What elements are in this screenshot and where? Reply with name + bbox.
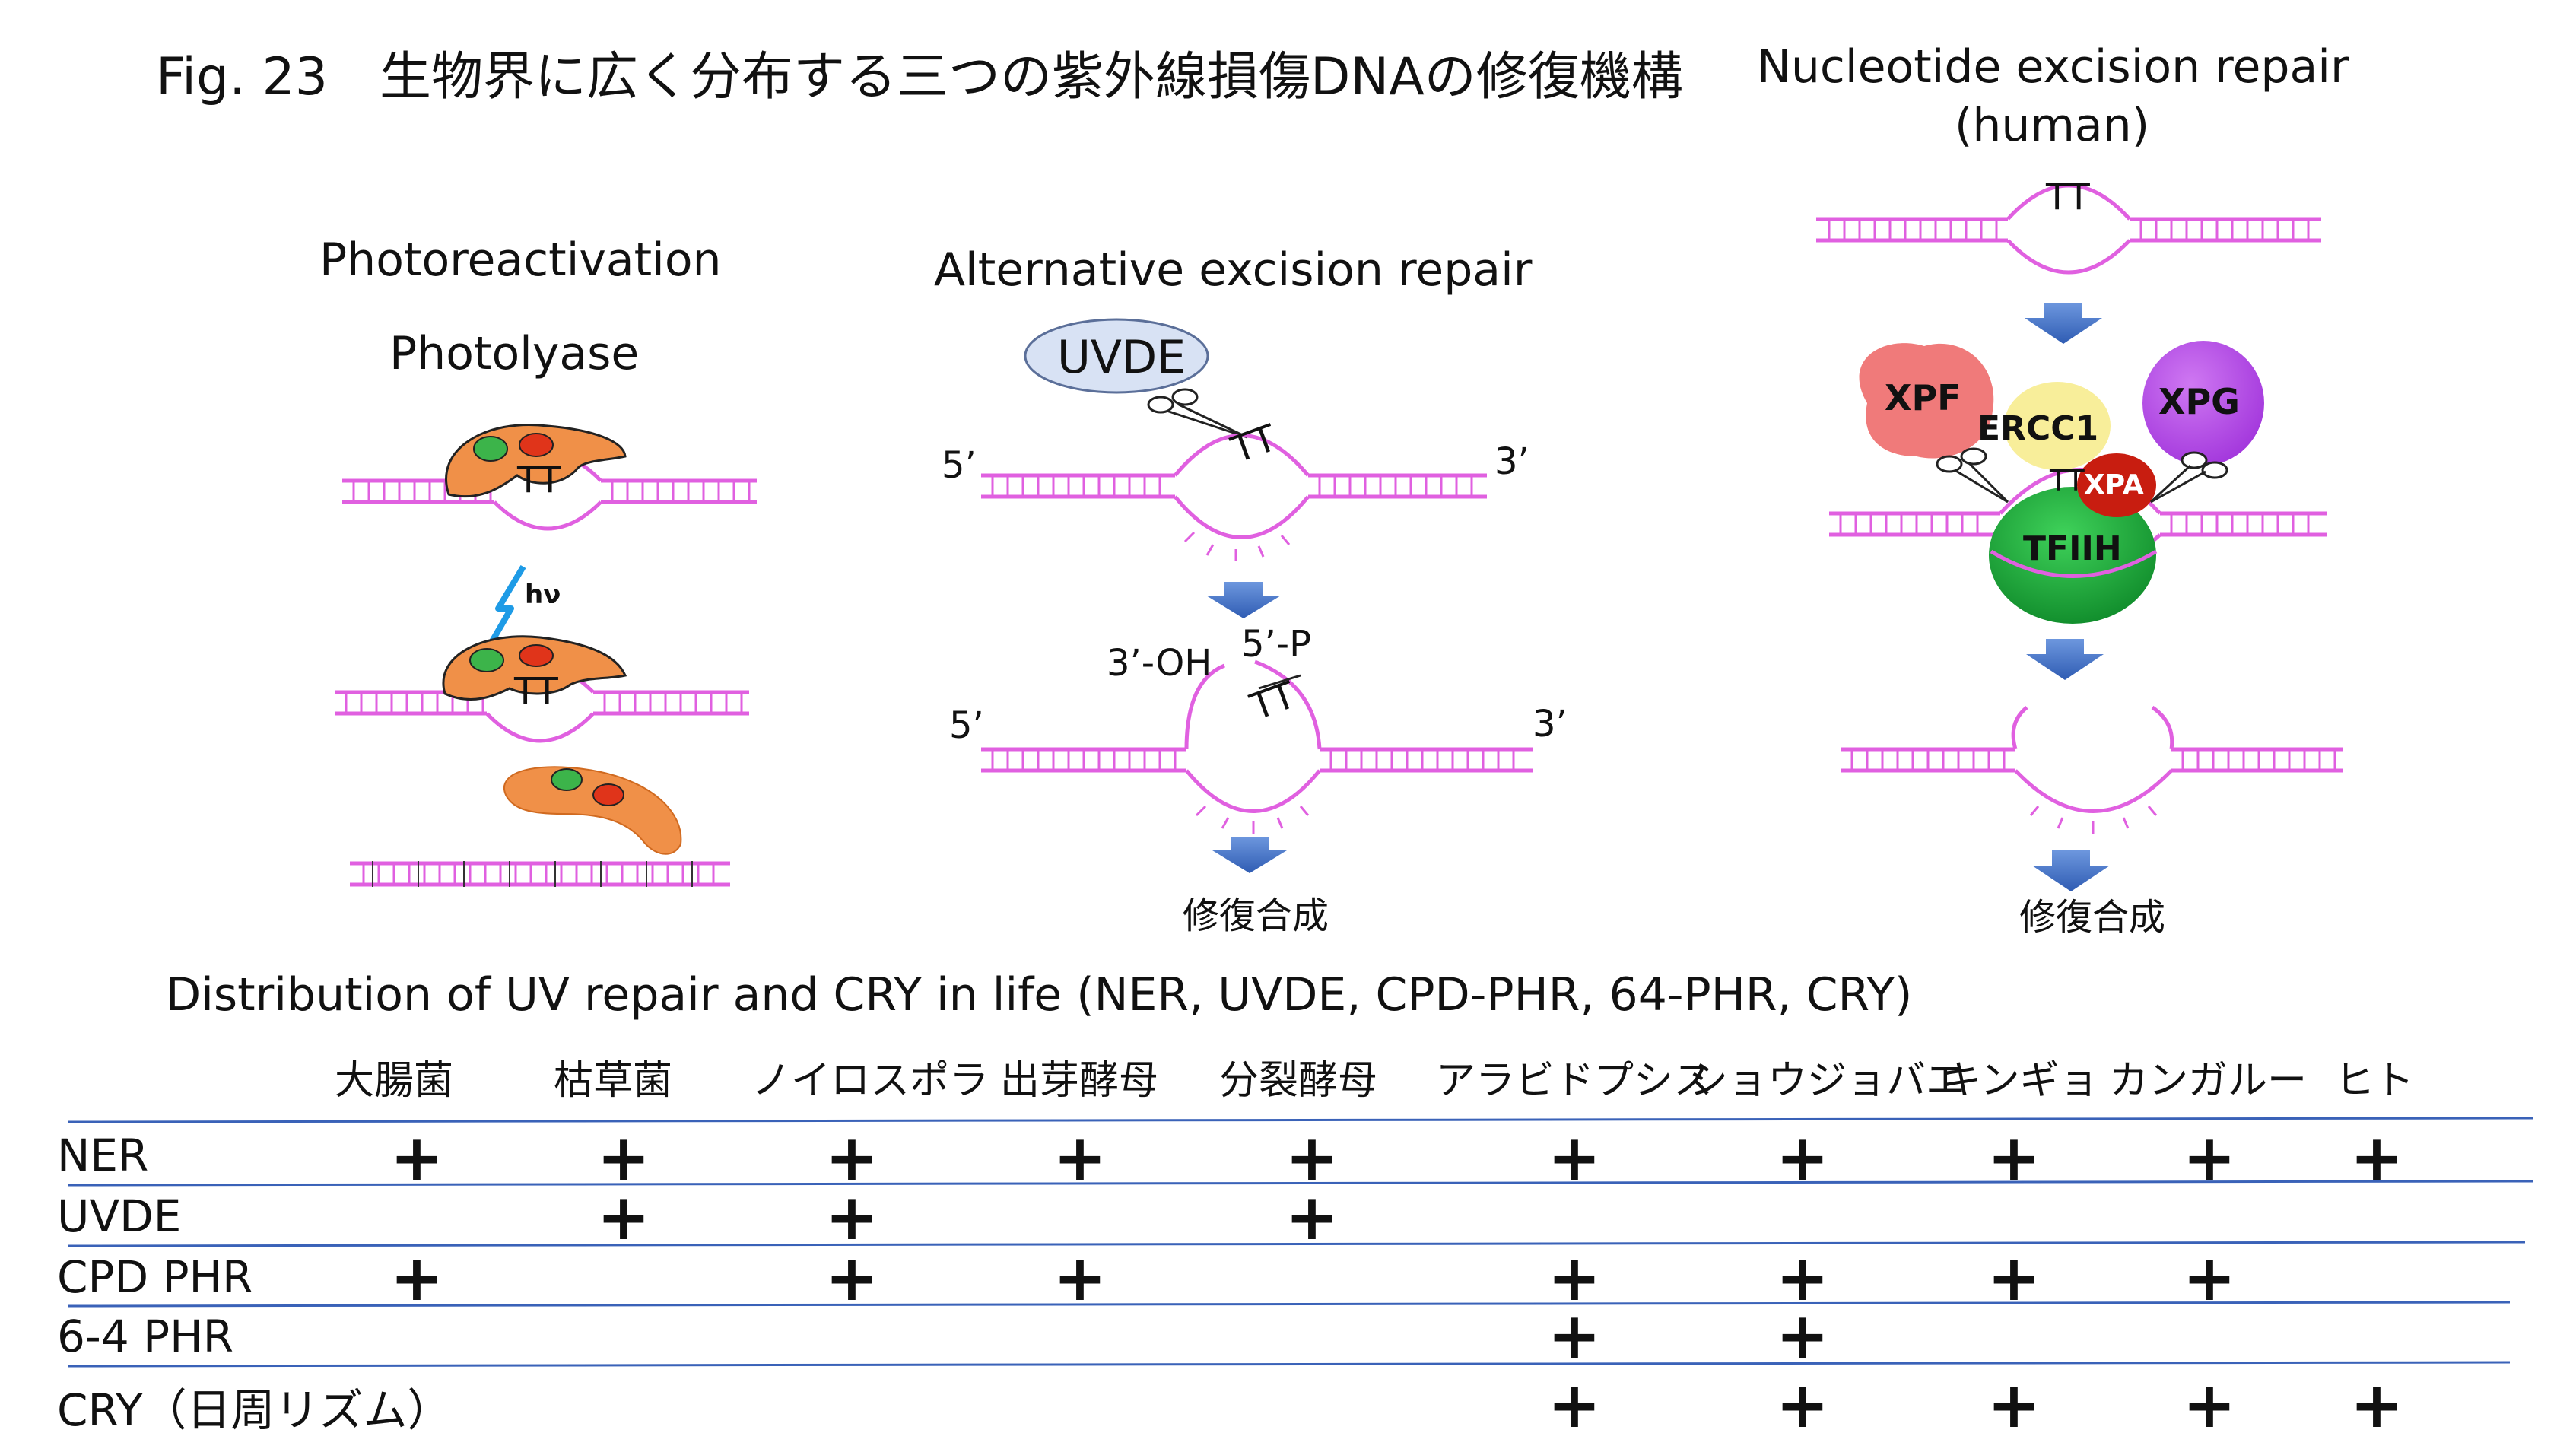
dimer-label-1: TT (517, 459, 561, 501)
presence-mark: + (2182, 1241, 2237, 1315)
scissors-icon-right (2149, 451, 2228, 504)
row-label-ner: NER (57, 1130, 149, 1181)
organism-header: ショウジョバエ (1688, 1058, 1966, 1104)
end-5-label-a: 5’ (942, 444, 977, 487)
organism-header: 出芽酵母 (1000, 1058, 1159, 1104)
presence-mark: + (824, 1241, 879, 1315)
ercc1-label: ERCC1 (1977, 409, 2099, 448)
row-label-cpd-phr: CPD PHR (57, 1251, 253, 1303)
ner-panel (1816, 183, 2343, 891)
presence-mark: + (1547, 1298, 1602, 1373)
fad-chromophore (473, 436, 508, 462)
presence-mark: + (389, 1120, 444, 1195)
organism-header: 枯草菌 (554, 1058, 673, 1104)
presence-mark: + (389, 1241, 444, 1315)
uvde-enzyme (1024, 318, 1209, 394)
tfiih-protein (1989, 487, 2156, 624)
organism-header: カンガルー (2109, 1058, 2308, 1104)
distribution-title: Distribution of UV repair and CRY in lif… (166, 968, 1913, 1022)
dna-strand-7 (1841, 705, 2343, 813)
presence-mark: + (1285, 1180, 1339, 1254)
ner-title-line2: (human) (1955, 99, 2150, 152)
presence-mark: + (596, 1120, 651, 1195)
xpf-protein (1859, 343, 1994, 459)
down-arrow-2 (1212, 837, 1287, 873)
xpa-label: XPA (2084, 469, 2144, 500)
presence-mark: + (1775, 1120, 1830, 1195)
alternative-repair-panel (981, 318, 1533, 873)
p-end-label: 5’-P (1241, 623, 1312, 666)
organism-header: アラビドプシス (1436, 1058, 1714, 1104)
down-arrow-3 (2025, 303, 2102, 344)
scissors-icon (1147, 388, 1248, 439)
row-label-uvde: UVDE (57, 1190, 182, 1242)
end-5-label-b: 5’ (949, 704, 984, 747)
dimer-label-2: TT (514, 670, 558, 713)
scissors-icon-left (1936, 447, 2009, 504)
figure-title: Fig. 23 生物界に広く分布する三つの紫外線損傷DNAの修復機構 (156, 47, 1683, 107)
photoreactivation-panel (335, 424, 757, 887)
photoreactivation-title: Photoreactivation (319, 234, 722, 287)
presence-mark: + (1987, 1120, 2041, 1195)
presence-mark: + (1775, 1368, 1830, 1442)
xpg-protein (2142, 341, 2264, 466)
xpa-protein (2077, 453, 2156, 517)
photolyase-label: Photolyase (389, 327, 640, 380)
table-grid (68, 1117, 2533, 1368)
presence-mark: + (1987, 1241, 2041, 1315)
down-arrow-4 (2026, 639, 2104, 680)
presence-mark: + (824, 1180, 879, 1254)
presence-mark: + (1053, 1120, 1107, 1195)
presence-mark: + (1775, 1241, 1830, 1315)
presence-mark: + (1285, 1120, 1339, 1195)
mthf-chromophore (519, 433, 554, 457)
presence-mark: + (1053, 1241, 1107, 1315)
organism-header: 分裂酵母 (1219, 1058, 1378, 1104)
light-label: hν (525, 580, 561, 610)
repair-synthesis-label-b: 修復合成 (2019, 896, 2166, 939)
organism-header: ヒト (2335, 1058, 2415, 1104)
ner-title-line1: Nucleotide excision repair (1757, 40, 2349, 94)
presence-mark: + (2182, 1368, 2237, 1442)
xpg-label: XPG (2158, 381, 2240, 422)
alternative-title: Alternative excision repair (934, 243, 1533, 297)
presence-mark: + (1547, 1368, 1602, 1442)
tfiih-label: TFIIH (2023, 529, 2122, 568)
presence-mark: + (1775, 1298, 1830, 1373)
down-arrow-5 (2032, 850, 2110, 891)
dna-repaired (350, 861, 730, 887)
oh-end-label: 3’-OH (1107, 642, 1212, 685)
dna-strand-5 (1816, 183, 2321, 275)
uvde-label: UVDE (1057, 331, 1186, 384)
presence-mark: + (1987, 1368, 2041, 1442)
presence-mark: + (1547, 1120, 1602, 1195)
organism-header: 大腸菌 (335, 1058, 454, 1104)
end-3-label-b: 3’ (1533, 703, 1568, 745)
organism-header: ノイロスポラ (751, 1058, 989, 1104)
presence-mark: + (2182, 1120, 2237, 1195)
row-label-64-phr: 6-4 PHR (57, 1311, 234, 1362)
row-label-cry: CRY（日周リズム） (57, 1384, 452, 1436)
end-3-label-a: 3’ (1494, 440, 1529, 483)
presence-mark: + (2349, 1120, 2404, 1195)
presence-mark: + (2349, 1368, 2404, 1442)
presence-mark: + (824, 1120, 879, 1195)
xpf-label: XPF (1885, 377, 1961, 418)
presence-mark: + (596, 1180, 651, 1254)
photolyase-released (503, 766, 682, 855)
light-bolt-icon (484, 564, 526, 653)
dimer-label-6: TT (2050, 464, 2085, 497)
organism-header: キンギョ (1942, 1058, 2099, 1104)
presence-mark: + (1547, 1241, 1602, 1315)
repair-synthesis-label-a: 修復合成 (1183, 895, 1329, 937)
down-arrow-1 (1206, 582, 1281, 618)
ercc1-protein (2004, 382, 2111, 470)
dimer-label-5: TT (2046, 176, 2090, 218)
